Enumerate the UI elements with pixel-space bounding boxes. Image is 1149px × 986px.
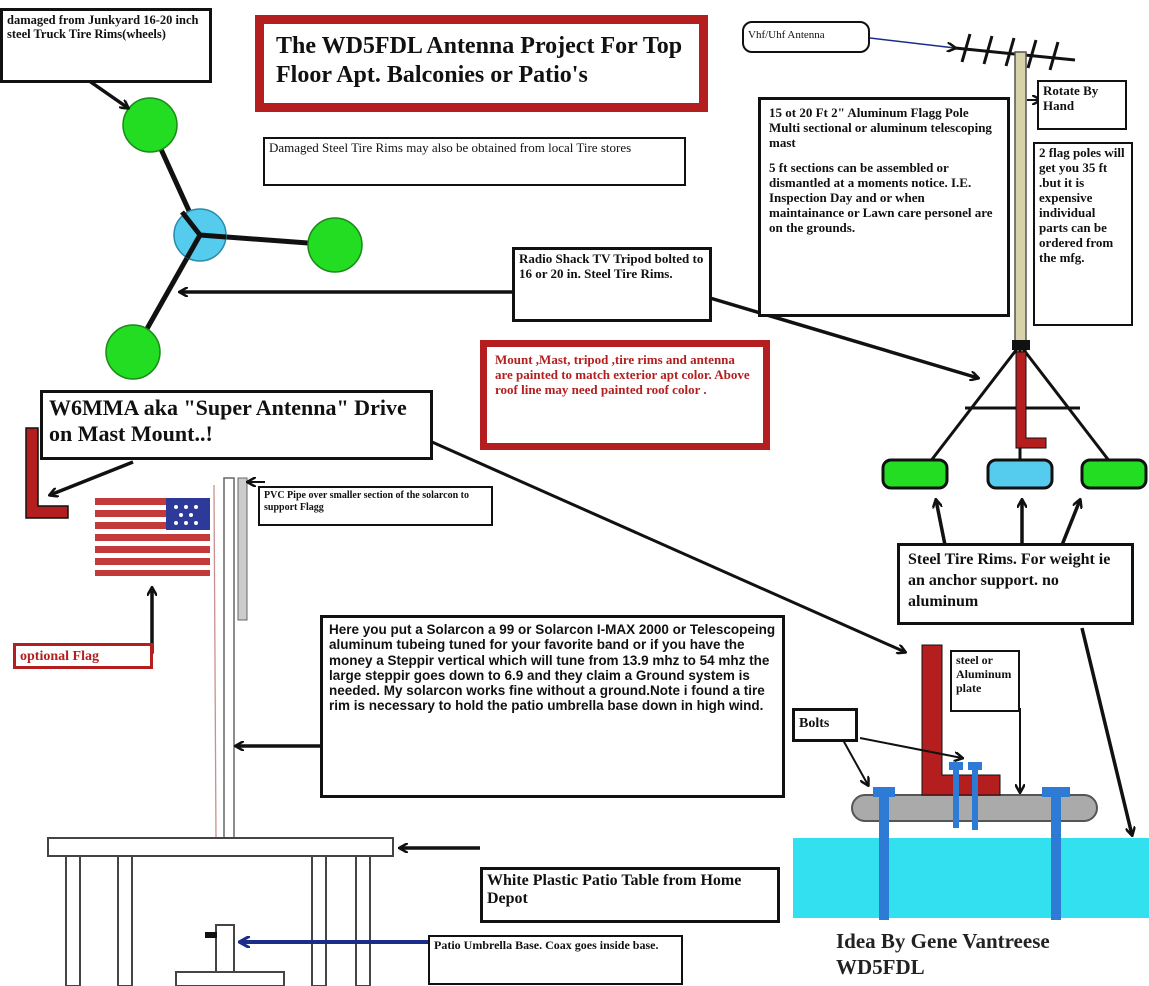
- steel-rims-label: Steel Tire Rims. For weight ie an anchor…: [897, 543, 1134, 625]
- us-flag: [95, 498, 210, 576]
- flag-poles-label: 2 flag poles will get you 35 ft .but it …: [1033, 142, 1133, 326]
- tire-stores-label: Damaged Steel Tire Rims may also be obta…: [263, 137, 686, 186]
- junkyard-text: damaged from Junkyard 16-20 inch steel T…: [7, 13, 199, 42]
- tripod-label: Radio Shack TV Tripod bolted to 16 or 20…: [512, 247, 712, 322]
- junkyard-label: damaged from Junkyard 16-20 inch steel T…: [0, 8, 212, 83]
- optional-flag-label: optional Flag: [13, 643, 153, 669]
- credit-text: Idea By Gene Vantreese WD5FDL: [836, 928, 1146, 981]
- tire-rim-side: [1080, 458, 1148, 490]
- sections-text: 5 ft sections can be assembled or disman…: [769, 159, 993, 235]
- umbrella-base: [175, 924, 285, 986]
- steel-rims-text: Steel Tire Rims. For weight ie an anchor…: [908, 551, 1111, 610]
- bolts-label: Bolts: [792, 708, 858, 742]
- page-title-box: The WD5FDL Antenna Project For Top Floor…: [255, 15, 708, 112]
- paint-text: Mount ,Mast, tripod ,tire rims and anten…: [495, 352, 750, 397]
- aluminum-mast: [1014, 51, 1027, 353]
- solarcon-label: Here you put a Solarcon a 99 or Solarcon…: [320, 615, 785, 798]
- flag-poles-text: 2 flag poles will get you 35 ft .but it …: [1039, 145, 1125, 265]
- rotate-label: Rotate By Hand: [1037, 80, 1127, 130]
- tripod-text: Radio Shack TV Tripod bolted to 16 or 20…: [519, 251, 704, 281]
- patio-table-text: White Plastic Patio Table from Home Depo…: [487, 872, 742, 908]
- w6mma-text: W6MMA aka "Super Antenna" Drive on Mast …: [49, 395, 407, 447]
- tire-rim-tripod: [105, 97, 363, 380]
- tv-tripod: [881, 340, 1148, 490]
- tire-stores-text: Damaged Steel Tire Rims may also be obta…: [269, 140, 632, 155]
- tire-rim-side: [986, 458, 1054, 490]
- vertical-antenna: [223, 477, 235, 839]
- bolts-text: Bolts: [799, 716, 830, 731]
- tire-rim-circle: [122, 97, 178, 153]
- vhf-uhf-label: Vhf/Uhf Antenna: [742, 21, 870, 53]
- mount-detail: [793, 644, 1149, 920]
- solarcon-text: Here you put a Solarcon a 99 or Solarcon…: [329, 622, 776, 714]
- drive-on-mount: [25, 427, 69, 519]
- credit-line-2: WD5FDL: [836, 955, 925, 980]
- mast-text: 15 ot 20 Ft 2" Aluminum Flagg Pole Multi…: [769, 105, 992, 150]
- mast-label: 15 ot 20 Ft 2" Aluminum Flagg Pole Multi…: [758, 97, 1010, 317]
- steel-plate-label: steel or Aluminum plate: [950, 650, 1020, 712]
- patio-table: [47, 837, 394, 986]
- tire-rim-circle: [105, 324, 161, 380]
- pvc-label: PVC Pipe over smaller section of the sol…: [258, 486, 493, 526]
- rotate-text: Rotate By Hand: [1043, 83, 1099, 113]
- pvc-text: PVC Pipe over smaller section of the sol…: [264, 490, 469, 513]
- page-title: The WD5FDL Antenna Project For Top Floor…: [276, 33, 683, 88]
- paint-label: Mount ,Mast, tripod ,tire rims and anten…: [480, 340, 770, 450]
- umbrella-base-label: Patio Umbrella Base. Coax goes inside ba…: [428, 935, 683, 985]
- steel-plate-text: steel or Aluminum plate: [956, 653, 1012, 695]
- tire-rim-side: [881, 458, 949, 490]
- optional-flag-text: optional Flag: [20, 649, 99, 664]
- w6mma-label: W6MMA aka "Super Antenna" Drive on Mast …: [40, 390, 433, 460]
- pvc-pipe: [237, 477, 248, 621]
- umbrella-base-text: Patio Umbrella Base. Coax goes inside ba…: [434, 938, 659, 952]
- tire-rim-circle: [307, 217, 363, 273]
- patio-table-label: White Plastic Patio Table from Home Depo…: [480, 867, 780, 923]
- cyan-anchor-block: [793, 838, 1149, 918]
- credit-line-1: Idea By Gene Vantreese: [836, 929, 1050, 953]
- vhf-uhf-text: Vhf/Uhf Antenna: [748, 29, 825, 41]
